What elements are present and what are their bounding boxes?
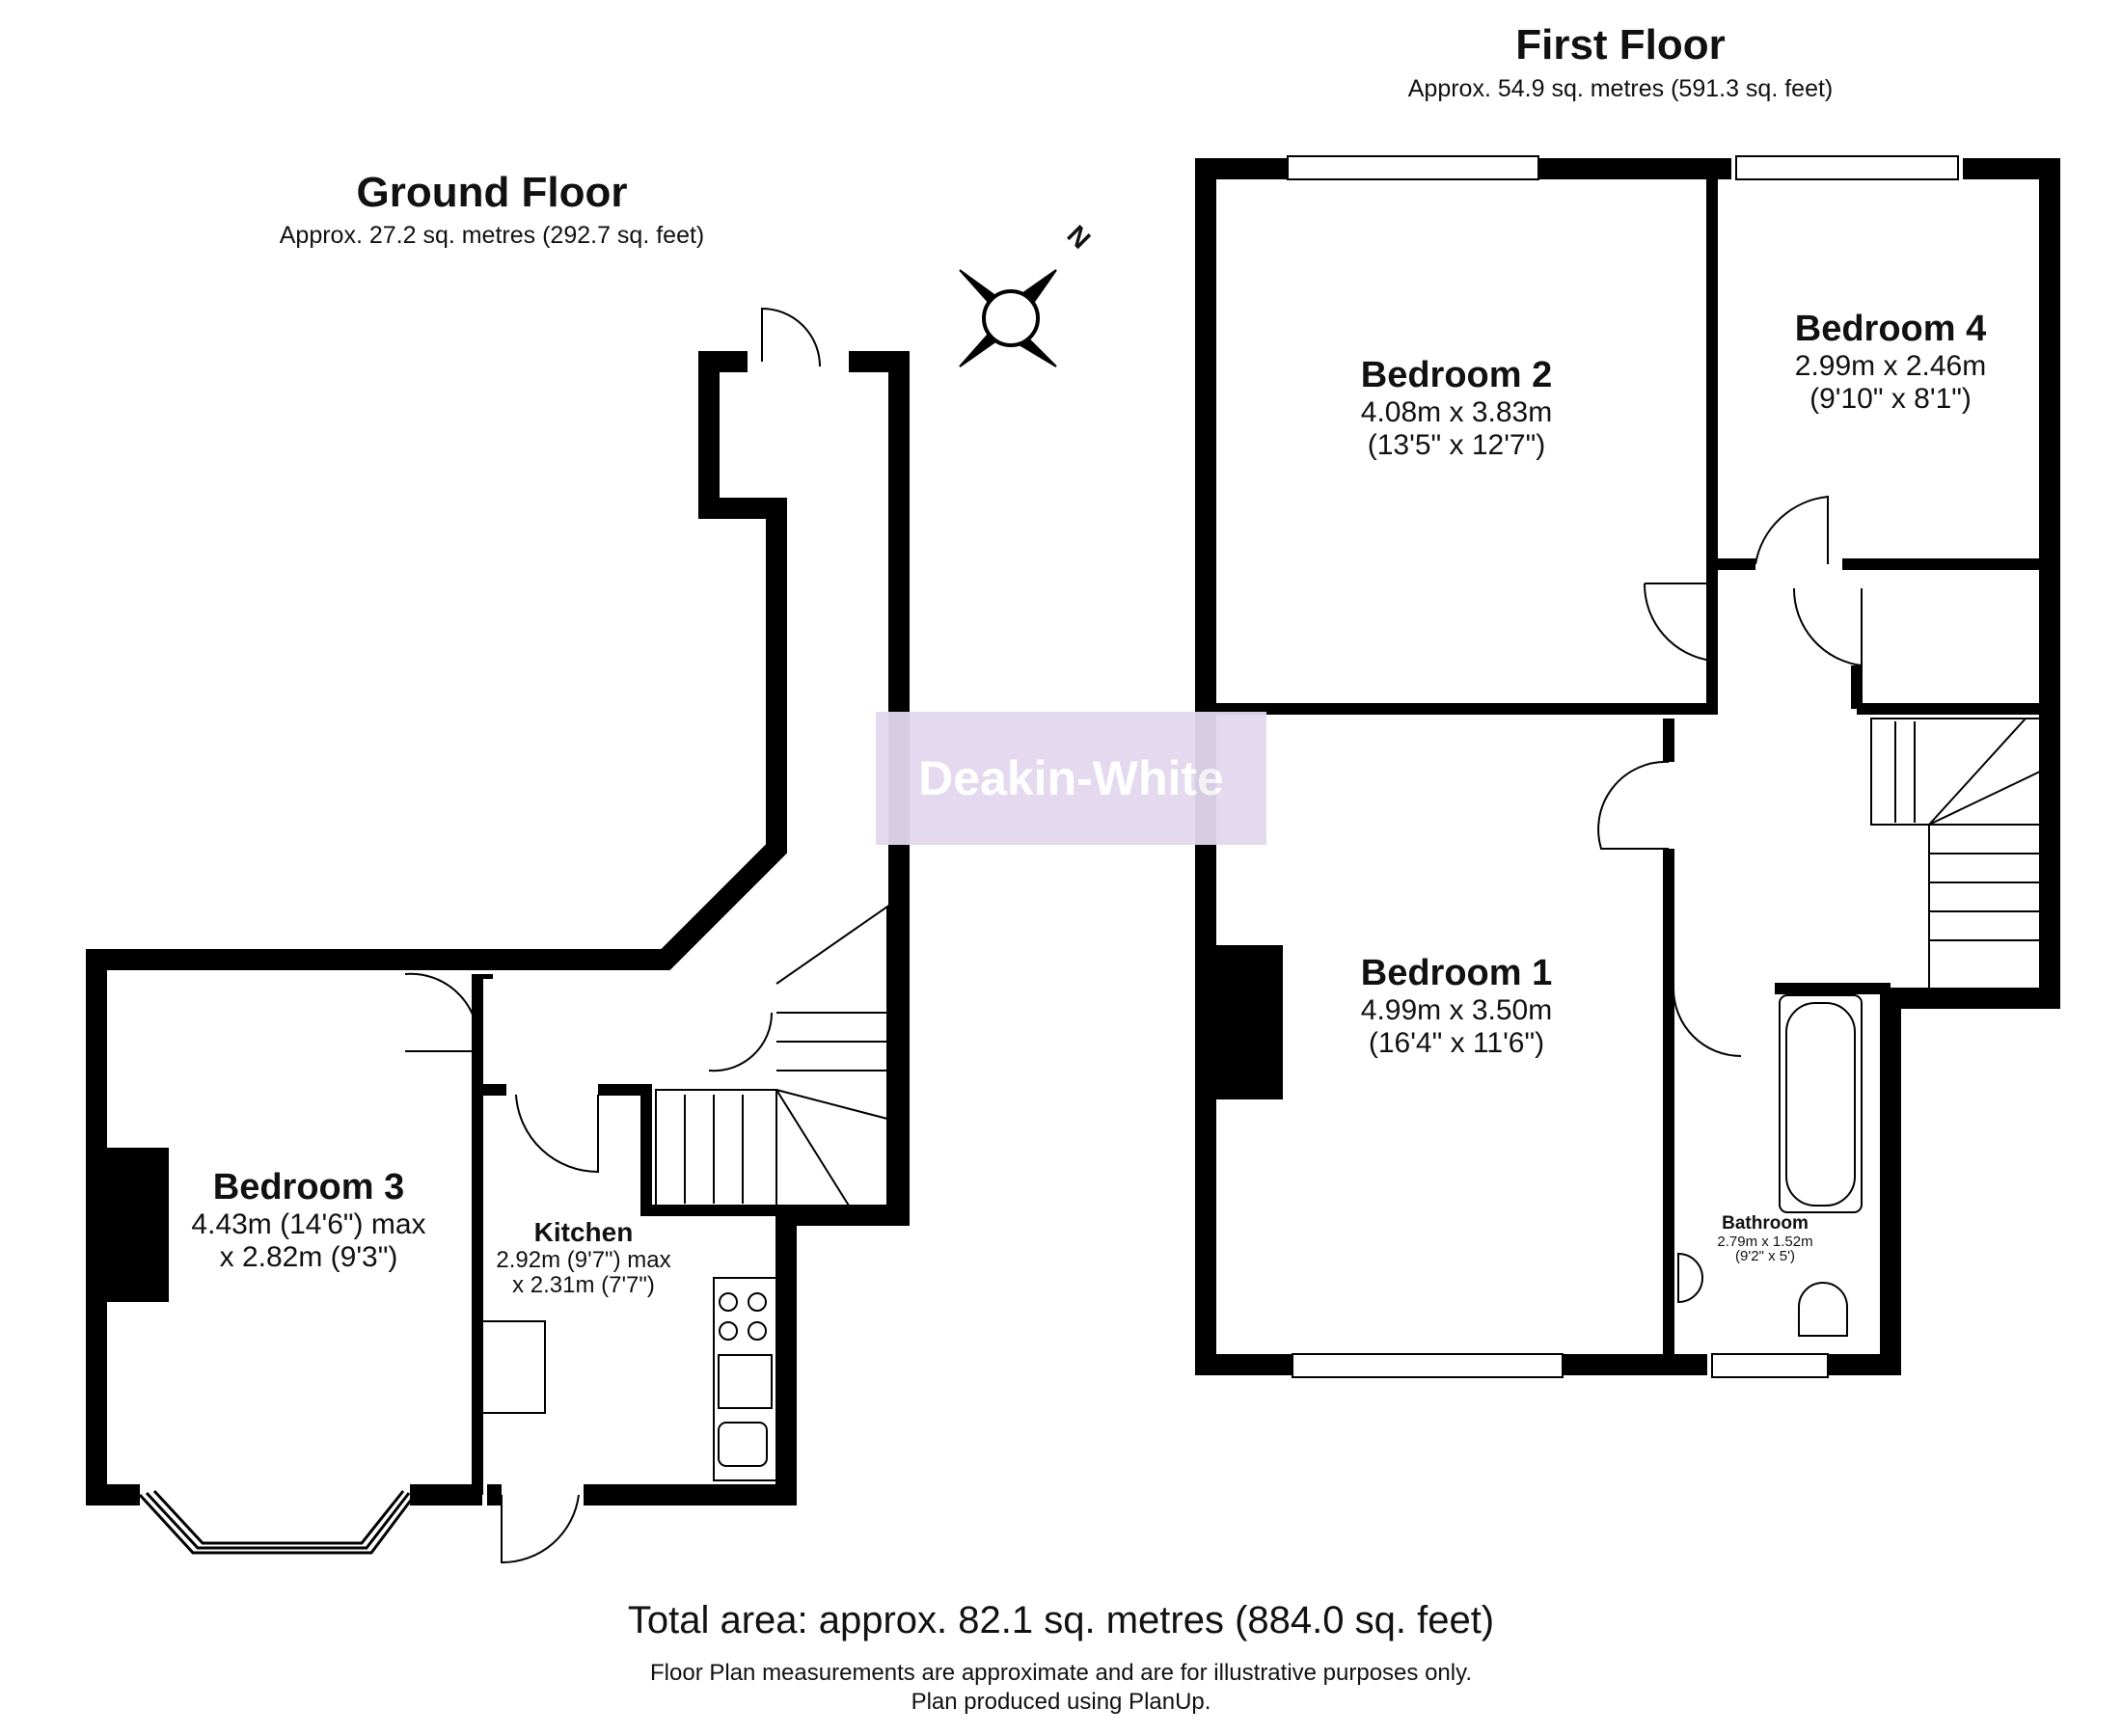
bedroom1-dim2: (16'4" x 11'6") (1368, 1027, 1545, 1059)
footer-note-2: Plan produced using PlanUp. (911, 1689, 1211, 1715)
door-bed1 (1597, 760, 1670, 850)
door-bed4 (1755, 495, 1829, 565)
bay-window (138, 1493, 417, 1555)
window-bed4 (1735, 155, 1959, 180)
bedroom4-name: Bedroom 4 (1794, 309, 1987, 349)
bath (1779, 994, 1863, 1213)
basin (1677, 1252, 1703, 1304)
kitchen-table (481, 1320, 546, 1414)
toilet (1798, 1282, 1848, 1337)
footer-note-1: Floor Plan measurements are approximate … (650, 1660, 1472, 1686)
bedroom3-label: Bedroom 3 4.43m (14'6") max x 2.82m (9'3… (154, 1167, 463, 1274)
bedroom1-dim1: 4.99m x 3.50m (1360, 994, 1553, 1026)
kitchen-name: Kitchen (533, 1217, 634, 1247)
bedroom2-label: Bedroom 2 4.08m x 3.83m (13'5" x 12'7") (1302, 355, 1611, 462)
bedroom2-dim1: 4.08m x 3.83m (1360, 396, 1553, 428)
bathroom-name: Bathroom (1722, 1213, 1809, 1234)
bedroom3-dim1: 4.43m (14'6") max (191, 1208, 426, 1240)
bedroom1-label: Bedroom 1 4.99m x 3.50m (16'4" x 11'6") (1302, 953, 1611, 1060)
ground-stairs (655, 1089, 777, 1207)
window-bath (1711, 1353, 1829, 1378)
window-bed2 (1287, 155, 1539, 180)
door-kitchen (515, 1094, 599, 1174)
window-bed1 (1292, 1353, 1564, 1378)
watermark: Deakin-White (876, 712, 1266, 845)
door-bed2 (1643, 583, 1713, 663)
first-floor-area: Approx. 54.9 sq. metres (591.3 sq. feet) (1407, 75, 1834, 102)
door-bathroom (1673, 988, 1742, 1057)
door-hall (404, 972, 479, 1052)
bathroom-label: Bathroom 2.79m x 1.52m (9'2" x 5') (1698, 1213, 1833, 1263)
total-area: Total area: approx. 82.1 sq. metres (884… (627, 1599, 1495, 1641)
ground-floor-outer-wall (86, 351, 787, 1505)
door-back (501, 1494, 580, 1564)
kitchen-label: Kitchen 2.92m (9'7") max x 2.31m (7'7") (477, 1217, 690, 1298)
kitchen-sink (718, 1422, 768, 1467)
bedroom2-name: Bedroom 2 (1360, 355, 1553, 395)
chimney-breast-first (1215, 945, 1283, 1099)
door-cupboard-first (1792, 587, 1863, 667)
ground-floor-title: Ground Floor (356, 169, 628, 216)
compass-rose (959, 269, 1057, 367)
front-door-top (761, 307, 821, 367)
kitchen-dim1: 2.92m (9'7") max (496, 1247, 671, 1273)
bathroom-dim1: 2.79m x 1.52m (1717, 1234, 1813, 1250)
ground-floor-inner-wall-3 (598, 1084, 786, 1216)
ground-floor-outer-wall-right (584, 351, 910, 1505)
first-floor-inner-wall-1 (1211, 564, 1718, 715)
kitchen-dim2: x 2.31m (7'7") (512, 1272, 655, 1298)
kitchen-counter (713, 1277, 777, 1481)
bedroom3-dim2: x 2.82m (9'3") (219, 1241, 398, 1273)
bathroom-dim2: (9'2" x 5') (1735, 1248, 1795, 1264)
bedroom4-label: Bedroom 4 2.99m x 2.46m (9'10" x 8'1") (1736, 309, 2045, 416)
ground-floor-area: Approx. 27.2 sq. metres (292.7 sq. feet) (279, 222, 705, 249)
bedroom2-dim2: (13'5" x 12'7") (1367, 429, 1546, 461)
bedroom4-dim1: 2.99m x 2.46m (1794, 350, 1987, 382)
door-cupboard (708, 1012, 774, 1072)
first-stairs (1870, 718, 2041, 990)
chimney-breast-ground (106, 1148, 169, 1302)
bedroom4-dim2: (9'10" x 8'1") (1809, 383, 1972, 415)
bedroom1-name: Bedroom 1 (1360, 953, 1553, 993)
first-floor-inner-wall-4 (1851, 665, 2045, 715)
bedroom3-name: Bedroom 3 (212, 1167, 405, 1207)
first-floor-title: First Floor (1515, 21, 1726, 68)
